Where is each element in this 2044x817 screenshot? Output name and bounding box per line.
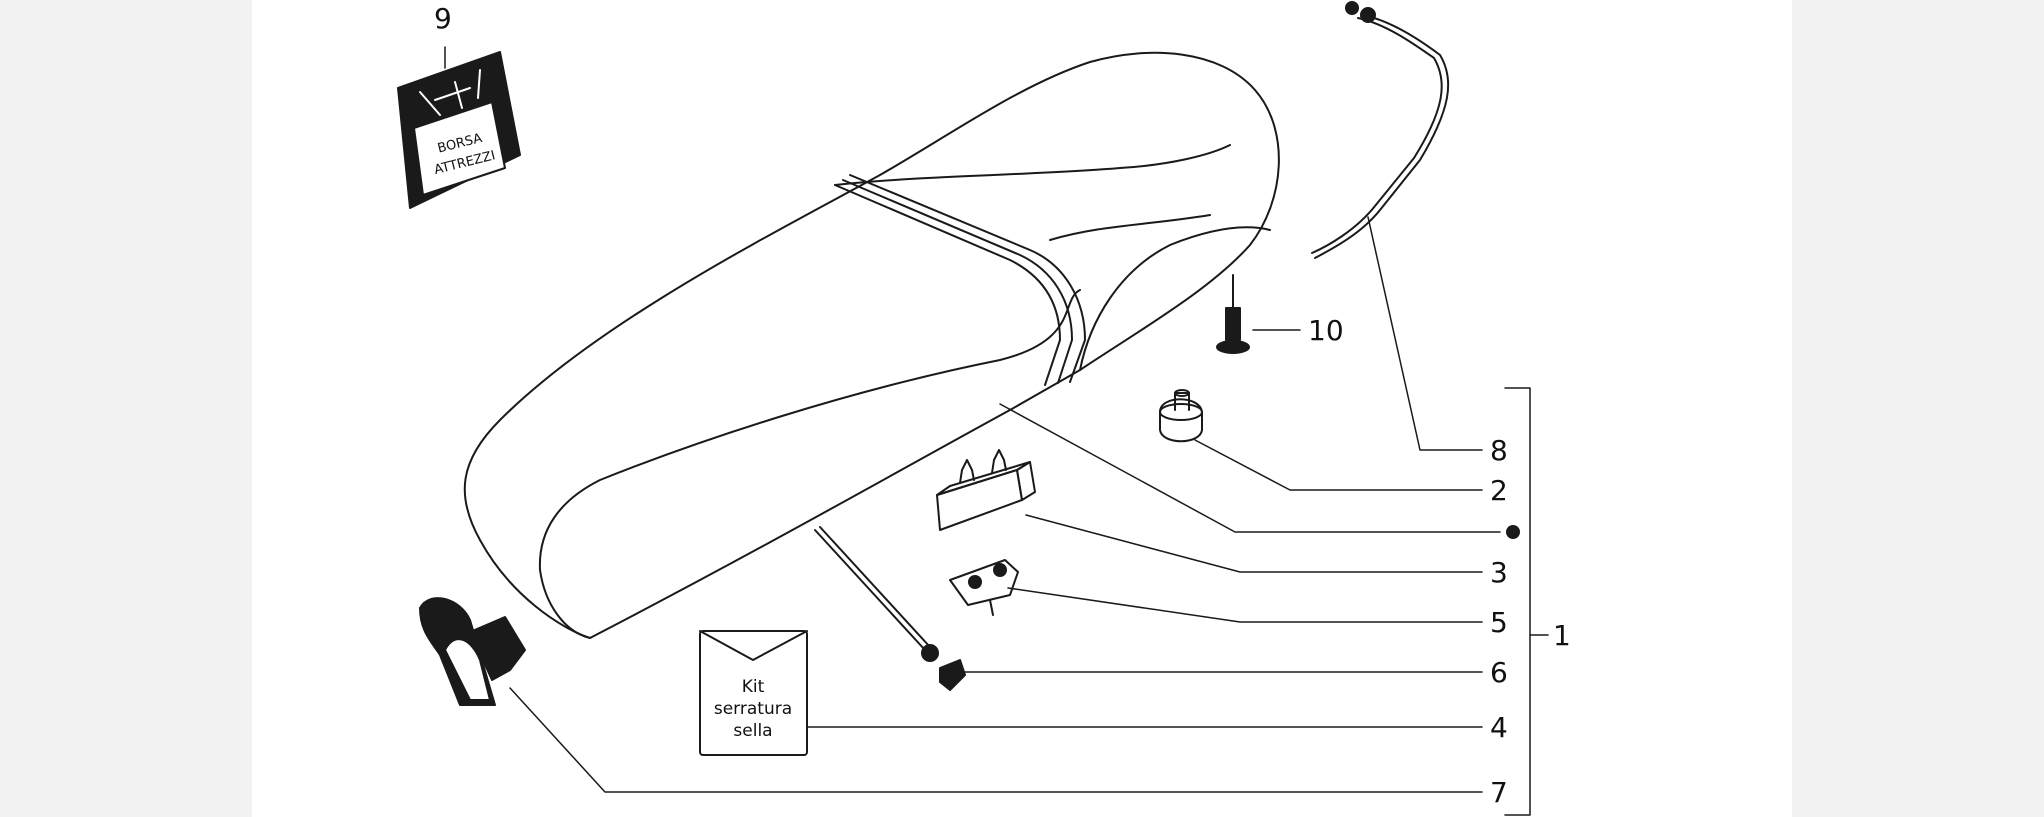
seat-bracket (949, 559, 1019, 616)
lock-kit-envelope (699, 630, 808, 756)
lock-kit-label-line2: serratura (714, 699, 792, 719)
callout-8: 8 (1490, 434, 1508, 467)
lock-kit-label-line1: Kit (742, 677, 765, 697)
callout-10: 10 (1308, 314, 1344, 347)
screw (1216, 274, 1250, 354)
left-margin (0, 0, 252, 817)
callout-7: 7 (1490, 776, 1508, 809)
double-buffer (936, 449, 1036, 531)
lock-rod (814, 526, 966, 691)
callout-5: 5 (1490, 606, 1508, 639)
callout-6: 6 (1490, 656, 1508, 689)
tool-bag (397, 51, 521, 209)
lock-kit-label-line3: sella (733, 721, 772, 741)
right-margin (1792, 0, 2044, 817)
release-cable (1311, 1, 1450, 259)
callout-4: 4 (1490, 711, 1508, 744)
lock-cover (419, 597, 526, 706)
leader-lines (444, 46, 1549, 816)
callout-1: 1 (1553, 619, 1571, 652)
callout-3: 3 (1490, 556, 1508, 589)
rubber-buffer (1159, 389, 1203, 443)
callout-2: 2 (1490, 474, 1508, 507)
seat (463, 51, 1280, 639)
callout-9: 9 (434, 2, 452, 35)
reference-dot (1506, 525, 1520, 539)
